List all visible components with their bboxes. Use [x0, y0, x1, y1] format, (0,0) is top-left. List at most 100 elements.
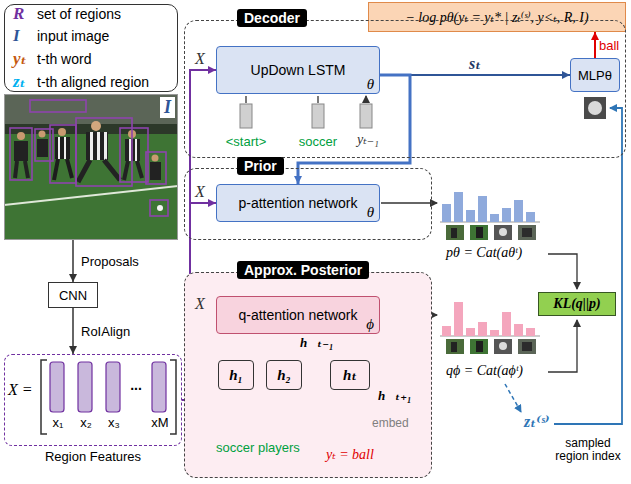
attention-box: q-attention networkϕ — [216, 296, 380, 334]
annotation-label: pθ = Cat(aθᵗ) — [446, 245, 522, 261]
drawing-part — [146, 152, 166, 184]
node-text: MLPθ — [578, 68, 612, 83]
node-text: θ — [367, 76, 374, 93]
mlp-box: MLPθ — [570, 58, 620, 92]
drawing-part — [522, 342, 532, 351]
edge-label: RoIAlign — [81, 324, 130, 339]
edge-label: Proposals — [81, 254, 139, 269]
annotation-label: soccer — [299, 134, 337, 149]
drawing-part — [442, 326, 451, 336]
drawing-part — [360, 104, 372, 128]
drawing-part — [58, 137, 60, 159]
drawing-part — [78, 362, 92, 412]
annotation-label: X — [195, 50, 205, 68]
drawing-part — [170, 360, 176, 434]
drawing-part — [312, 104, 324, 128]
drawing-part — [104, 132, 107, 160]
connector — [69, 308, 77, 354]
drawing-part — [548, 320, 577, 372]
drawing-part — [58, 128, 66, 136]
drawing-part — [514, 324, 523, 336]
drawing-part — [129, 139, 131, 161]
node-text: Approx. Posterior — [237, 261, 369, 279]
drawing-part — [10, 128, 32, 180]
drawing-part — [15, 161, 28, 178]
drawing-part — [454, 192, 463, 222]
node-text: CNN — [59, 288, 87, 303]
input-image: I — [4, 94, 178, 240]
node-text: t-th aligned region — [37, 74, 169, 90]
node-text: yₜ — [13, 48, 37, 69]
hidden-state: hₜ — [330, 360, 370, 390]
node-text: t-th word — [37, 51, 169, 67]
drawing-part — [78, 160, 120, 182]
drawing-part — [240, 104, 252, 128]
annotation-label: soccer players — [216, 440, 300, 455]
node-text: I — [160, 97, 175, 118]
node-text: xM — [151, 415, 168, 430]
node-text: Prior — [237, 157, 284, 175]
region-features: X =x₁x₂x₃...xMRegion Features — [4, 354, 182, 446]
drawing-part — [476, 227, 483, 238]
field — [4, 94, 178, 240]
drawing-part — [381, 202, 437, 203]
drawing-part — [152, 155, 159, 162]
drawing-part — [478, 196, 487, 222]
drawing-part — [490, 330, 499, 336]
kl-box: KL(q||p) — [538, 292, 616, 316]
node-text: x₃ — [108, 415, 120, 430]
drawing-part — [246, 96, 366, 103]
node-text: set of regions — [37, 6, 169, 22]
drawing-part — [150, 200, 168, 216]
drawing-part — [451, 228, 457, 238]
node-text: KL(q||p) — [553, 296, 600, 312]
lstm-box: UpDown LSTM θ — [216, 46, 380, 94]
drawing-part — [466, 328, 475, 336]
drawing-part — [494, 339, 512, 354]
drawing-part — [502, 208, 511, 222]
drawing-part — [152, 362, 166, 412]
arrow-head — [562, 71, 570, 79]
soccer-photo — [4, 94, 178, 240]
drawing-part — [150, 162, 161, 180]
drawing-part — [97, 132, 100, 160]
annotation-label: sampled region index — [548, 437, 628, 463]
drawing-part — [50, 362, 64, 412]
drawing-part — [135, 139, 137, 161]
node-text: ϕ — [366, 316, 374, 333]
node-text: Region Features — [5, 449, 181, 464]
node-text: h₂ — [277, 367, 291, 384]
node-text: R — [13, 4, 37, 24]
arrow-head — [591, 32, 599, 40]
arrow-head — [208, 66, 216, 74]
drawing-part — [124, 161, 142, 180]
arrow-head — [69, 274, 77, 282]
arrow-head — [208, 199, 216, 207]
drawing-part — [490, 214, 499, 222]
annotation-label: yₜ = ball — [326, 446, 374, 463]
arrow-head — [69, 346, 77, 354]
node-text: x₁ — [53, 415, 64, 430]
arrow-head — [294, 176, 302, 184]
annotation-label: zₜ⁽ˢ⁾ — [524, 412, 549, 431]
drawing-part — [548, 254, 577, 289]
drawing-part — [446, 225, 464, 240]
drawing-part — [499, 342, 507, 350]
drawing-part — [499, 228, 507, 236]
drawing-part — [91, 121, 101, 131]
node-text: Decoder — [237, 9, 307, 27]
drawing-part — [470, 225, 488, 240]
node-text: hₜ — [343, 366, 357, 384]
node-text: I — [13, 26, 37, 46]
node-text: zₜ — [13, 71, 37, 92]
connector — [69, 240, 77, 282]
drawing-part — [37, 139, 48, 157]
cnn-box: CNN — [48, 282, 98, 308]
proposal-boxes — [10, 100, 168, 216]
drawing-part — [526, 212, 535, 222]
node-text: UpDown LSTM — [251, 62, 346, 78]
drawing-part — [86, 132, 108, 160]
drawing-part — [50, 125, 76, 183]
annotation-label: qϕ = Cat(aϕᵗ) — [446, 363, 523, 379]
